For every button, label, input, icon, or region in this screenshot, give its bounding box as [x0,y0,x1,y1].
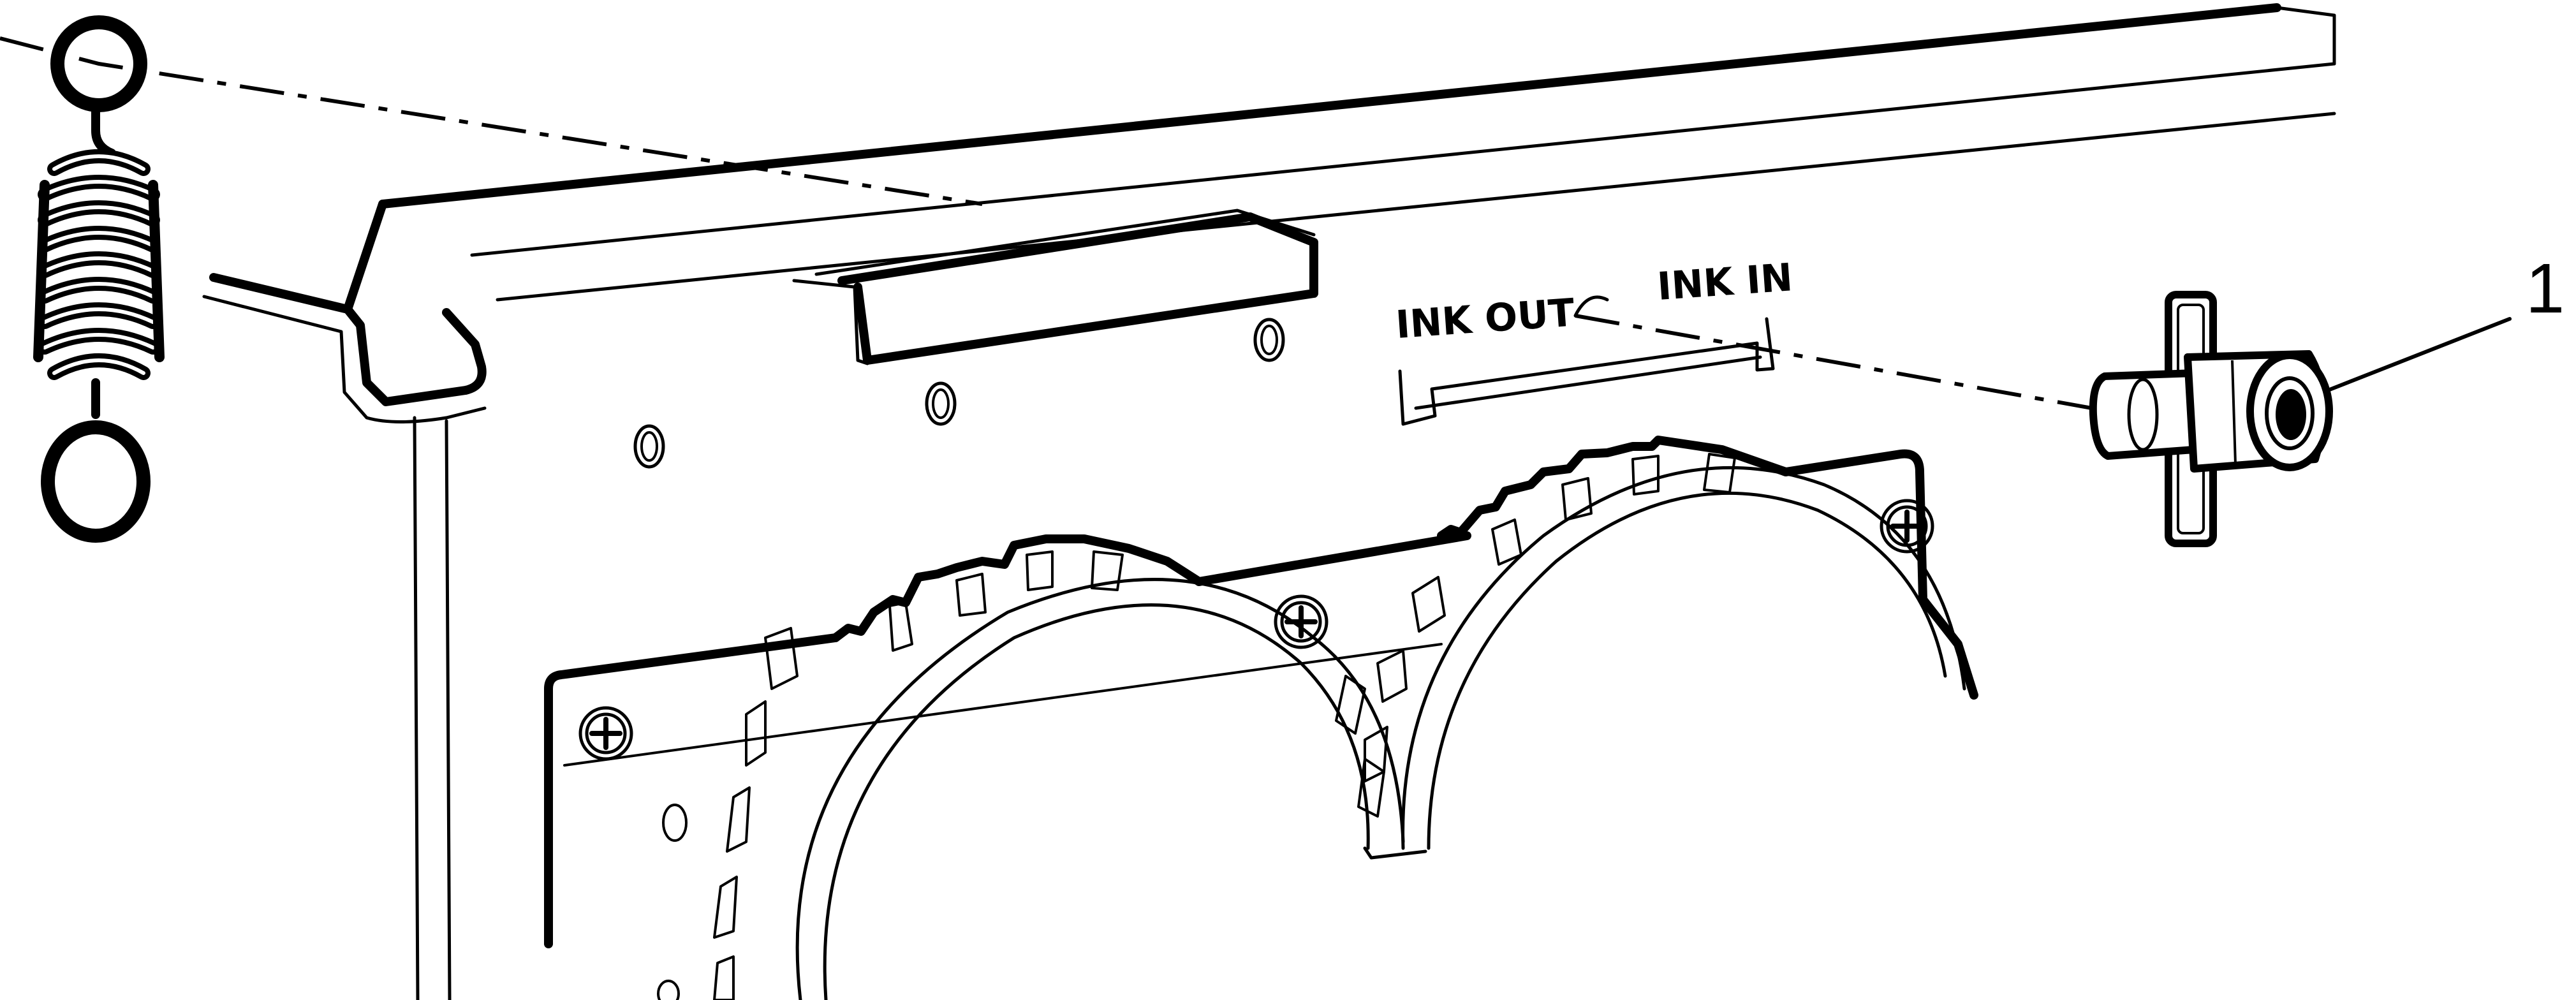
callout-leader [2326,317,2512,392]
fitting [2089,291,2333,547]
printer-frame [202,3,2336,1000]
ink-out-label: INK OUT [1394,291,1576,348]
screw-middle [1274,594,1328,649]
callout-number-1: 1 [2526,249,2565,328]
assembly-lines [0,36,2093,410]
screw-left [578,706,633,761]
ink-in-label: INK IN [1656,255,1794,309]
spring [33,15,165,543]
screw-right [1880,499,1934,554]
